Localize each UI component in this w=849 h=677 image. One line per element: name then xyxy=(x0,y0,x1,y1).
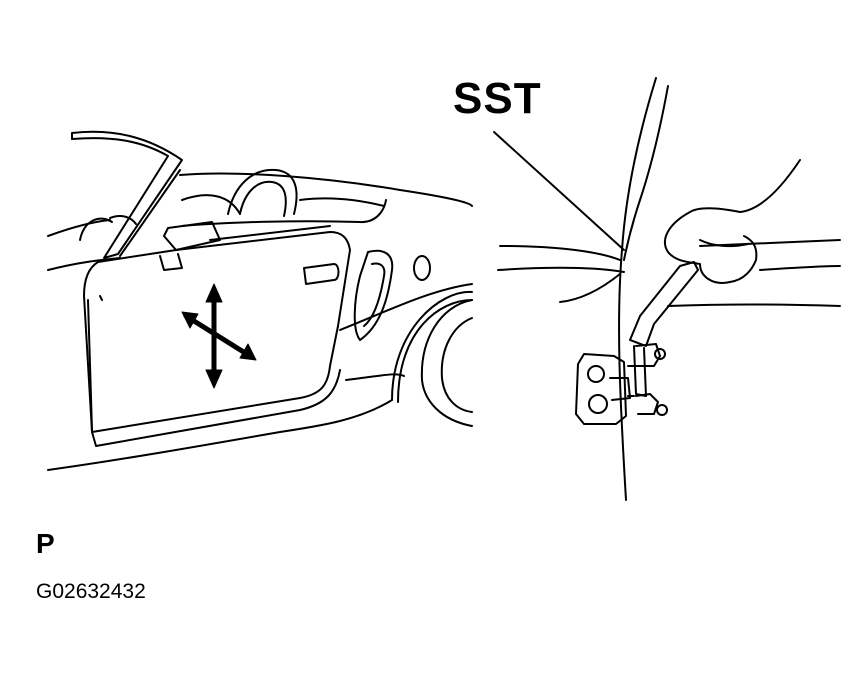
hinge-bolt-upper xyxy=(588,366,604,382)
windshield-frame xyxy=(72,132,182,258)
open-door-panel xyxy=(84,232,350,432)
door-edge-curve xyxy=(619,78,656,500)
door-handle xyxy=(304,264,339,284)
seat-headrest xyxy=(80,219,112,240)
arrow-up-icon xyxy=(205,283,223,303)
side-marker-light xyxy=(414,256,430,280)
view-code-label: P xyxy=(36,528,55,559)
hand xyxy=(665,160,800,283)
hinge-bolt-lower xyxy=(589,395,607,413)
arrow-right-icon xyxy=(239,343,257,361)
sst-tool xyxy=(630,262,698,346)
side-air-intake xyxy=(355,251,393,340)
arrow-left-icon xyxy=(181,311,199,329)
sst-leader-line xyxy=(494,132,624,250)
side-mirror xyxy=(164,222,220,250)
rear-deck xyxy=(180,173,472,206)
car-side-view xyxy=(48,132,472,470)
arrow-down-icon xyxy=(205,369,223,389)
rear-wheel-arch xyxy=(392,292,472,400)
adjustment-arrows xyxy=(186,296,250,380)
body-side-line xyxy=(340,284,472,330)
roll-hoop xyxy=(228,170,297,214)
rear-wheel xyxy=(422,300,472,426)
hinge-detail-view xyxy=(494,78,840,500)
figure-id-label: G02632432 xyxy=(36,580,146,603)
sst-callout-label: SST xyxy=(453,74,542,123)
door-hinge xyxy=(576,354,626,424)
